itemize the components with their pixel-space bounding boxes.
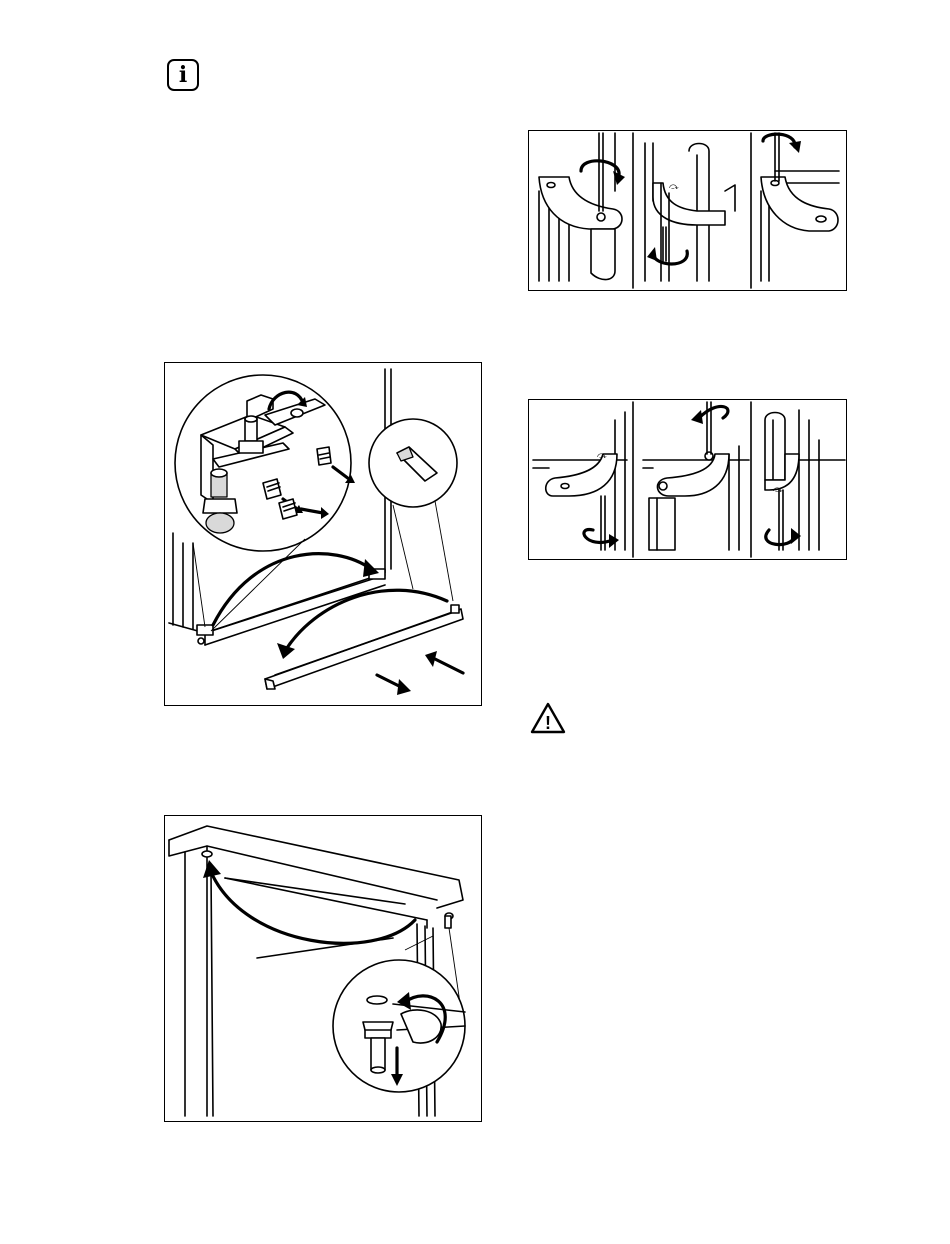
- figure-cover-install-sequence: ⤼ ⤼: [528, 399, 847, 560]
- svg-text:⤼: ⤼: [669, 182, 679, 192]
- hinge-cover-install-sequence-illustration: ⤼ ⤼: [529, 400, 846, 559]
- svg-text:⤼: ⤼: [773, 485, 783, 495]
- info-icon: i: [167, 59, 199, 91]
- warning-glyph: !: [545, 713, 551, 733]
- svg-text:⤼: ⤼: [597, 451, 607, 461]
- bottom-hinge-removal-illustration: [165, 363, 481, 705]
- figure-cover-remove-sequence: ⤼: [528, 130, 847, 291]
- warning-triangle-icon: !: [530, 702, 566, 734]
- figure-top-hinge: [164, 815, 482, 1122]
- hinge-cover-removal-sequence-illustration: ⤼: [529, 131, 846, 290]
- figure-bottom-hinge-removal: [164, 362, 482, 706]
- info-glyph: i: [169, 62, 197, 88]
- top-hinge-pin-illustration: [165, 816, 481, 1121]
